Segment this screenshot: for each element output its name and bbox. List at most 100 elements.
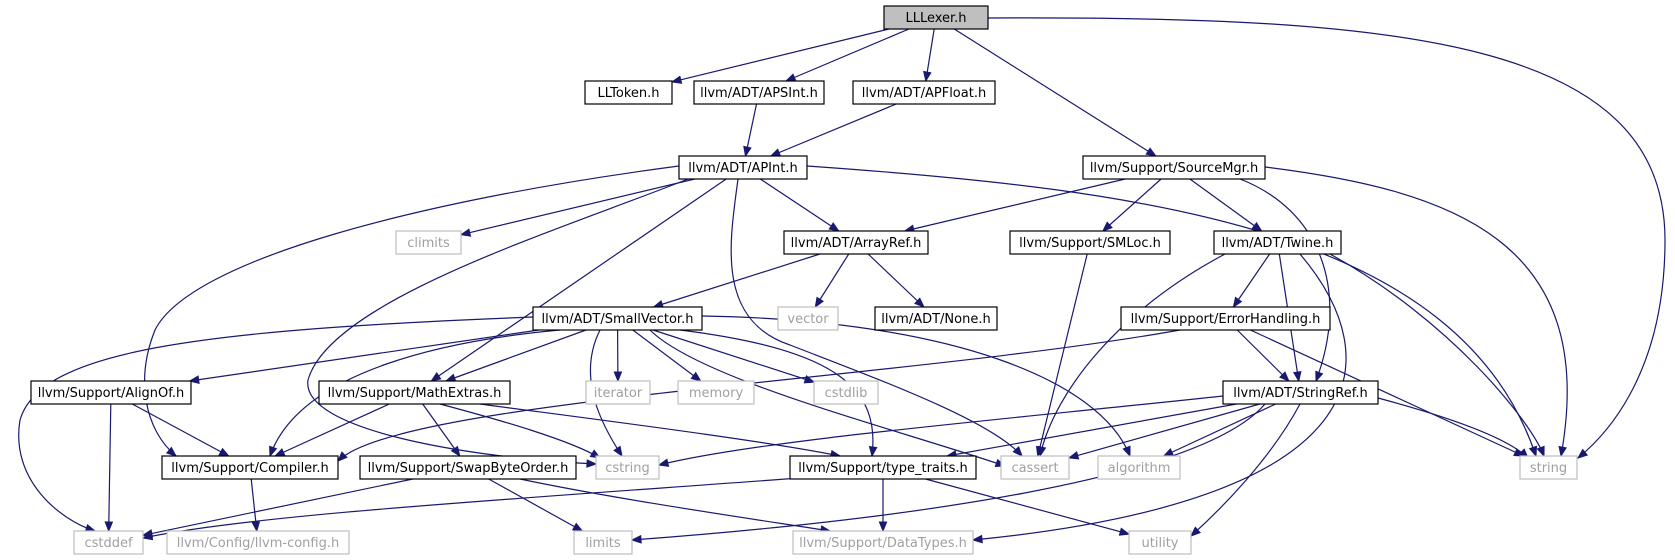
edge-line xyxy=(649,329,1006,467)
edge-arrowhead xyxy=(657,458,670,467)
edge-arrayref-to-smallvector xyxy=(652,253,821,309)
edge-arrowhead xyxy=(613,445,623,458)
node-box xyxy=(573,530,633,555)
node-label: LLLexer.h xyxy=(905,11,966,26)
node-label: llvm/Support/MathExtras.h xyxy=(328,386,502,401)
edge-smloc-to-cassert xyxy=(1035,253,1088,458)
node-lllexer[interactable]: LLLexer.h xyxy=(883,5,989,30)
node-twine[interactable]: llvm/ADT/Twine.h xyxy=(1213,230,1342,255)
edge-arrowhead xyxy=(630,534,642,544)
node-label: llvm/Support/SwapByteOrder.h xyxy=(368,461,569,476)
node-swapbyteorder[interactable]: llvm/Support/SwapByteOrder.h xyxy=(359,455,577,480)
edge-line xyxy=(785,28,910,82)
edge-errorhandling-to-compiler xyxy=(337,329,1181,462)
node-label: string xyxy=(1530,461,1567,476)
edge-smallvector-to-memory xyxy=(632,329,702,382)
node-compiler[interactable]: llvm/Support/Compiler.h xyxy=(161,455,339,480)
node-lltoken[interactable]: LLToken.h xyxy=(584,80,673,105)
node-stringref[interactable]: llvm/ADT/StringRef.h xyxy=(1222,380,1379,405)
edge-arrowhead xyxy=(444,373,457,382)
edge-arrowhead xyxy=(188,375,200,384)
edge-arrowhead xyxy=(971,534,983,544)
edge-arrowhead xyxy=(1190,526,1201,537)
node-box xyxy=(532,306,703,331)
edge-line xyxy=(479,403,841,457)
node-box xyxy=(1213,230,1342,255)
edge-apint-to-cassert xyxy=(730,178,1023,457)
edge-stringref-to-limits xyxy=(630,403,1266,544)
node-apint[interactable]: llvm/ADT/APInt.h xyxy=(678,155,808,180)
node-box xyxy=(30,380,192,405)
node-box xyxy=(813,380,879,405)
node-llvmconfig: llvm/Config/llvm-config.h xyxy=(166,530,350,555)
edge-typetraits-to-cstddef xyxy=(141,477,801,541)
node-label: cstddef xyxy=(84,536,133,551)
node-errorhandling[interactable]: llvm/Support/ErrorHandling.h xyxy=(1120,306,1331,331)
edge-compiler-to-llvmconfig xyxy=(250,478,261,533)
node-arrayref[interactable]: llvm/ADT/ArrayRef.h xyxy=(783,230,929,255)
node-label: climits xyxy=(407,236,450,251)
node-smloc[interactable]: llvm/Support/SMLoc.h xyxy=(1009,230,1171,255)
edge-arrowhead xyxy=(1101,221,1113,232)
node-smallvector[interactable]: llvm/ADT/SmallVector.h xyxy=(532,306,703,331)
node-box xyxy=(678,155,808,180)
edge-arrowhead xyxy=(784,73,797,82)
edge-smallvector-to-compiler xyxy=(269,329,561,458)
edge-line xyxy=(1236,329,1290,382)
edge-arrowhead xyxy=(1067,451,1080,460)
node-typetraits[interactable]: llvm/Support/type_traits.h xyxy=(789,455,977,480)
node-box xyxy=(1519,455,1578,480)
edge-lllexer-to-string xyxy=(987,17,1666,459)
node-box xyxy=(852,80,996,105)
node-box xyxy=(777,306,839,331)
edge-line xyxy=(658,395,1224,466)
node-label: LLToken.h xyxy=(597,86,659,101)
edge-line xyxy=(1377,397,1529,459)
edge-arrayref-to-vector xyxy=(814,253,850,309)
node-label: llvm/ADT/ArrayRef.h xyxy=(791,236,922,251)
node-box xyxy=(585,380,651,405)
edge-line xyxy=(144,165,680,457)
node-label: cstdlib xyxy=(825,386,868,401)
node-apsint[interactable]: llvm/ADT/APSInt.h xyxy=(693,80,825,105)
edge-line xyxy=(653,253,821,308)
edge-arrowhead xyxy=(1251,221,1263,232)
edge-line xyxy=(946,403,1237,457)
edge-line xyxy=(337,329,1181,462)
edge-arrowhead xyxy=(1536,445,1545,458)
node-label: llvm/Support/DataTypes.h xyxy=(799,536,967,551)
edge-line xyxy=(269,329,561,457)
edge-swapbyteorder-to-cstddef xyxy=(141,478,414,538)
edge-line xyxy=(519,478,831,532)
node-box xyxy=(359,455,577,480)
node-box xyxy=(584,80,673,105)
edge-arrowhead xyxy=(1122,445,1131,458)
edge-mathextras-to-swapbyteorder xyxy=(422,403,461,458)
node-alignof[interactable]: llvm/Support/AlignOf.h xyxy=(30,380,192,405)
node-mathextras[interactable]: llvm/Support/MathExtras.h xyxy=(318,380,511,405)
node-label: llvm/Support/SMLoc.h xyxy=(1019,236,1161,251)
edge-stringref-to-algorithm xyxy=(1162,403,1276,457)
node-box xyxy=(161,455,339,480)
edge-line xyxy=(1163,403,1276,457)
edge-line xyxy=(671,28,890,83)
node-cstddef: cstddef xyxy=(73,530,144,555)
node-box xyxy=(783,230,929,255)
edge-lllexer-to-apsint xyxy=(784,28,910,82)
node-label: algorithm xyxy=(1108,461,1171,476)
node-none[interactable]: llvm/ADT/None.h xyxy=(874,306,998,331)
edge-twine-to-datatypes xyxy=(971,253,1347,544)
edge-mathextras-to-cstring xyxy=(439,403,602,459)
edge-line xyxy=(1232,253,1271,308)
edges-layer xyxy=(18,17,1666,544)
edge-line xyxy=(142,477,801,539)
node-vector: vector xyxy=(777,306,839,331)
node-sourcemgr[interactable]: llvm/Support/SourceMgr.h xyxy=(1082,155,1266,180)
node-box xyxy=(693,80,825,105)
node-box xyxy=(1009,230,1171,255)
edge-lllexer-to-apfloat xyxy=(923,28,935,83)
edge-line xyxy=(1264,166,1568,457)
node-apfloat[interactable]: llvm/ADT/APFloat.h xyxy=(852,80,996,105)
edge-line xyxy=(274,403,390,457)
